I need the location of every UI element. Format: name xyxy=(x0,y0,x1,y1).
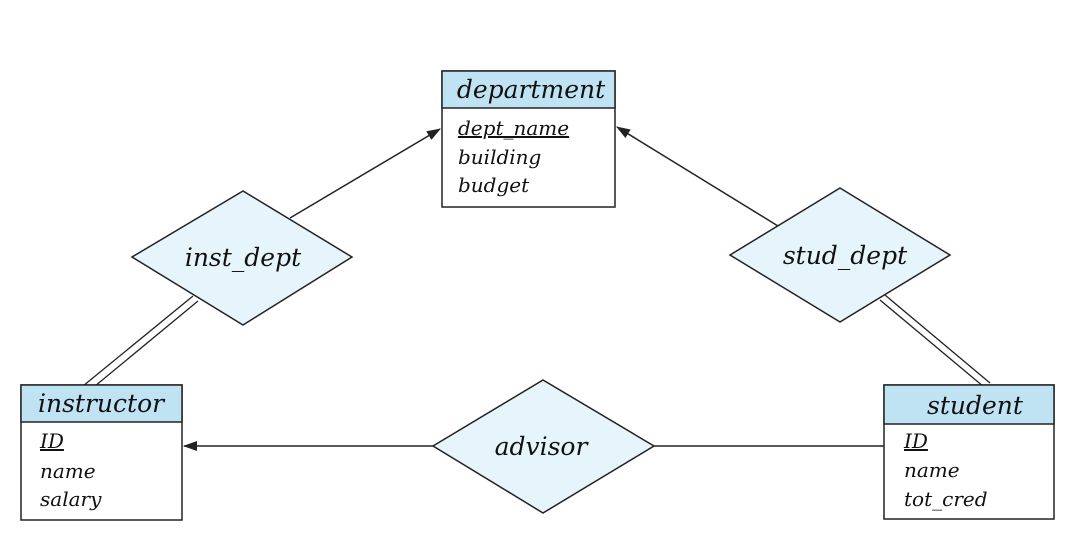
relationship-diamond xyxy=(130,190,354,326)
connector-stud-dept-to-student xyxy=(879,294,991,388)
relationship-label: advisor xyxy=(495,432,590,461)
relationship-advisor[interactable]: advisor xyxy=(431,379,656,514)
entity-title: student xyxy=(927,391,1024,420)
entity-instructor[interactable]: instructor ID name salary xyxy=(20,384,183,521)
entity-title: instructor xyxy=(38,389,166,418)
attribute: name xyxy=(904,458,960,482)
entity-title: department xyxy=(457,75,606,104)
relationship-inst-dept[interactable]: inst_dept xyxy=(130,190,354,326)
entity-header xyxy=(883,384,1055,425)
relationship-label: inst_dept xyxy=(185,243,302,272)
attribute: tot_cred xyxy=(904,487,988,511)
entity-department[interactable]: department dept_name building budget xyxy=(441,70,616,208)
attribute: building xyxy=(458,145,541,169)
attribute-primary-key: ID xyxy=(903,429,928,453)
relationship-diamond xyxy=(728,187,952,323)
attribute: name xyxy=(40,459,96,483)
entity-student[interactable]: student ID name tot_cred xyxy=(883,384,1055,520)
attribute: salary xyxy=(40,487,102,511)
attribute: budget xyxy=(458,173,530,197)
connector-stud-dept-to-department xyxy=(616,126,779,227)
relationship-label: stud_dept xyxy=(783,241,908,270)
attribute-primary-key: dept_name xyxy=(458,116,569,140)
connector-inst-dept-to-instructor xyxy=(82,295,199,392)
relationship-stud-dept[interactable]: stud_dept xyxy=(728,187,952,323)
entity-header xyxy=(20,384,183,423)
relationship-diamond xyxy=(431,379,656,514)
entity-header xyxy=(441,70,616,109)
attribute-primary-key: ID xyxy=(39,429,64,453)
connector-inst-dept-to-department xyxy=(289,128,441,219)
